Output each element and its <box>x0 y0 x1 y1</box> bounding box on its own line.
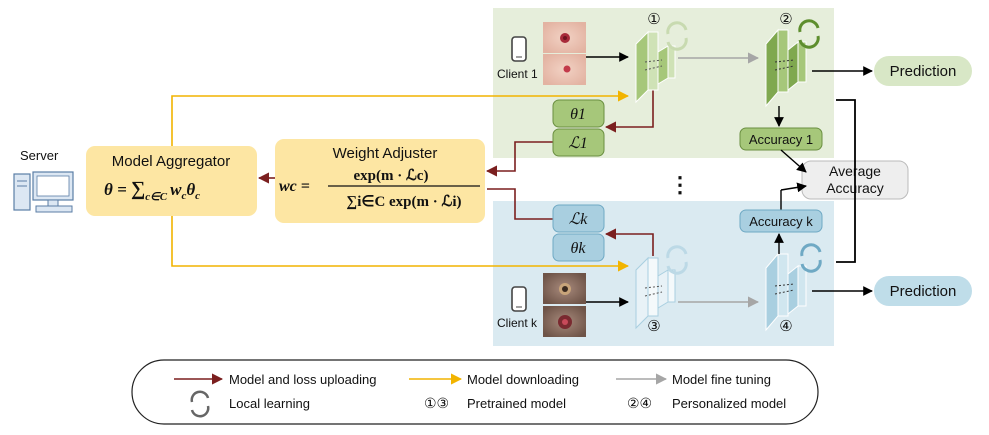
upload-arrow-client1-to-loss <box>604 80 654 133</box>
weight-adjuster-box <box>275 139 485 223</box>
theta1-box <box>552 99 605 128</box>
client1-pretrained-model <box>635 30 676 104</box>
weight-adjuster-denominator: ∑i∈C exp(m · ℒi) <box>347 194 462 210</box>
step-marker-2: ② <box>779 11 792 28</box>
legend-finetune-label: Model fine tuning <box>672 372 771 387</box>
clientk-pretrained-model <box>635 256 676 330</box>
local-learning-icon-clientk <box>666 245 688 275</box>
upload-arrow-lossk-to-adjuster <box>487 188 553 220</box>
legend-box <box>131 359 819 425</box>
clientk-personalized-model <box>765 252 807 332</box>
step-marker-3: ③ <box>647 318 660 335</box>
upload-arrow-loss1-to-adjuster <box>485 141 553 177</box>
accuracyk-label: Accuracy k <box>749 214 813 229</box>
average-feedback-line <box>836 99 856 263</box>
accuracyk-to-average-arrow-head <box>780 182 807 193</box>
local-learning-icon-client1-personalized <box>798 19 820 49</box>
weight-adjuster-lhs: wc = <box>279 178 310 195</box>
theta1-label: θ1 <box>570 106 586 123</box>
legend-download-label: Model downloading <box>467 372 579 387</box>
server-computer-icon <box>13 171 74 213</box>
download-arrow-clientk <box>171 216 630 272</box>
step-marker-1: ① <box>647 11 660 28</box>
phone-icon-client1 <box>511 36 527 62</box>
legend-personalized-marks: ②④ <box>627 395 652 411</box>
clientk-skin-images <box>543 273 586 337</box>
local-learning-icon-clientk-personalized <box>800 243 822 273</box>
loss1-box <box>552 128 605 157</box>
legend-pretrained-marks: ①③ <box>424 395 449 411</box>
local-learning-icon-client1 <box>666 21 688 51</box>
upload-arrow-clientk-to-loss <box>604 228 654 256</box>
accuracy1-label: Accuracy 1 <box>749 132 813 147</box>
server-label: Server <box>20 148 59 163</box>
prediction-label-client1: Prediction <box>890 63 957 80</box>
prediction-label-clientk: Prediction <box>890 283 957 300</box>
legend-pretrained-label: Pretrained model <box>467 396 566 411</box>
clientk-label: Client k <box>497 316 538 330</box>
weight-adjuster-title: Weight Adjuster <box>333 145 438 162</box>
client1-label: Client 1 <box>497 67 538 81</box>
weight-adjuster-numerator: exp(m · ℒc) <box>354 168 429 184</box>
thetak-label: θk <box>571 240 587 257</box>
accuracy1-to-average-arrow <box>780 149 807 173</box>
model-aggregator-title: Model Aggregator <box>112 153 230 170</box>
thetak-box <box>552 233 605 262</box>
model-aggregator-box <box>86 146 257 216</box>
loss1-label: ℒ1 <box>568 135 588 152</box>
client1-skin-images <box>543 22 586 85</box>
phone-icon-clientk <box>511 286 527 312</box>
accuracyk-box <box>739 209 823 233</box>
lossk-label: ℒk <box>569 211 589 228</box>
prediction-box-client1 <box>874 56 972 86</box>
more-clients-ellipsis: ⋮ <box>669 172 691 197</box>
download-arrow-client1 <box>171 90 630 146</box>
step-marker-4: ④ <box>779 318 792 335</box>
legend-upload-label: Model and loss uploading <box>229 372 376 387</box>
legend-local-label: Local learning <box>229 396 310 411</box>
legend-personalized-label: Personalized model <box>672 396 786 411</box>
legend-local-learning-icon <box>190 390 210 418</box>
prediction-box-clientk <box>874 276 972 306</box>
client1-personalized-model <box>765 28 807 108</box>
lossk-box <box>552 204 605 233</box>
